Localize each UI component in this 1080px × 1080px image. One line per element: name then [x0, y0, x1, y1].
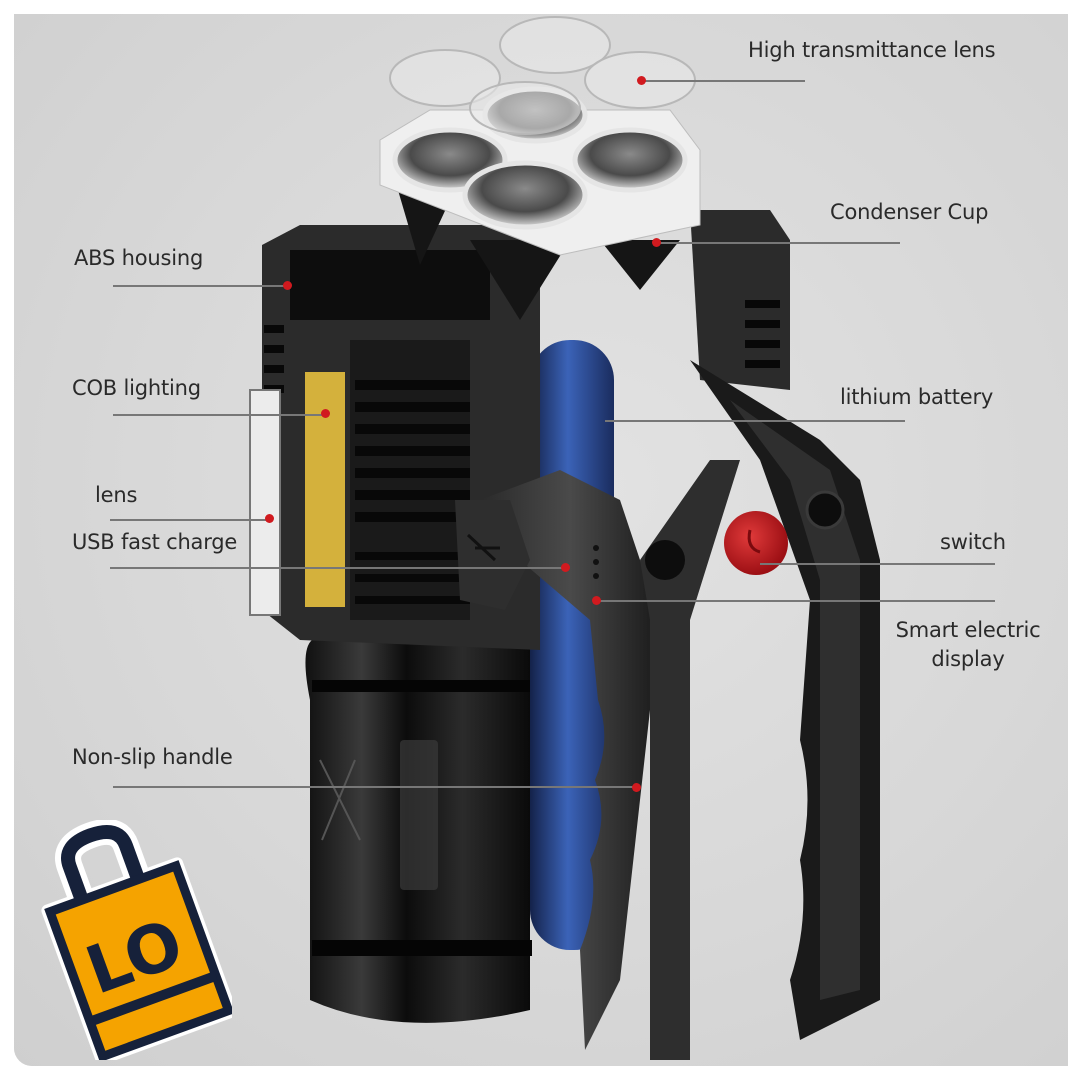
leader-lithium-battery	[605, 420, 905, 422]
label-lithium-battery: lithium battery	[840, 385, 994, 409]
label-switch: switch	[940, 530, 1006, 554]
leader-smart-electric-display	[600, 600, 995, 602]
label-non-slip-handle: Non-slip handle	[72, 745, 233, 769]
leader-switch	[760, 563, 995, 565]
side-lens	[249, 389, 281, 616]
shopping-bag-icon: LO	[41, 820, 232, 1060]
power-switch	[724, 511, 788, 575]
marker-non-slip-handle	[632, 783, 641, 792]
marker-smart-electric-display	[592, 596, 601, 605]
label-usb-fast-charge: USB fast charge	[72, 530, 238, 554]
leader-usb-fast-charge	[110, 567, 565, 569]
non-slip-handle-grip	[480, 360, 880, 1060]
transmittance-lenses	[389, 16, 696, 135]
smart-display-indicators	[593, 545, 599, 579]
label-condenser-cup: Condenser Cup	[830, 200, 989, 224]
leader-non-slip-handle	[113, 786, 633, 788]
label-abs-housing: ABS housing	[74, 246, 204, 270]
label-high-transmittance-lens: High transmittance lens	[748, 38, 996, 62]
usb-port-cover	[455, 500, 530, 610]
marker-abs-housing	[283, 281, 292, 290]
label-smart-electric-display: Smart electric display	[893, 618, 1043, 672]
leader-lens	[110, 519, 270, 521]
leader-condenser-cup	[660, 242, 900, 244]
leader-high-transmittance-lens	[645, 80, 805, 82]
reflector-plate	[379, 86, 701, 256]
marker-high-transmittance-lens	[637, 76, 646, 85]
label-smart-electric-display-line2: display	[931, 647, 1005, 672]
lower-body	[305, 640, 532, 1023]
cob-light-panel	[305, 372, 345, 607]
marker-lens	[265, 514, 274, 523]
leader-abs-housing	[113, 285, 288, 287]
label-lens: lens	[95, 483, 138, 507]
marker-usb-fast-charge	[561, 563, 570, 572]
label-cob-lighting: COB lighting	[72, 376, 201, 400]
marker-cob-lighting	[321, 409, 330, 418]
label-smart-electric-display-line1: Smart electric	[895, 618, 1041, 642]
leader-cob-lighting	[113, 414, 325, 416]
marker-condenser-cup	[652, 238, 661, 247]
